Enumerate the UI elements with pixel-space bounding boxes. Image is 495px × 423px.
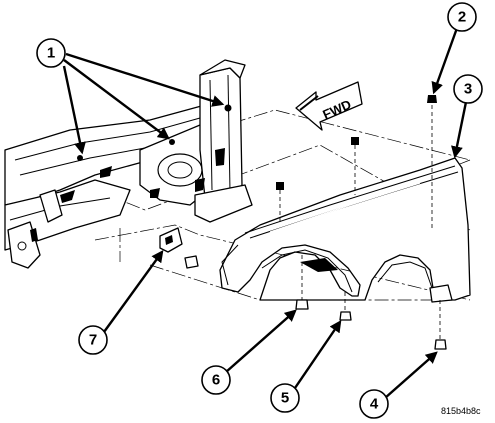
fastener-lines: [279, 105, 441, 340]
body-stud: [77, 155, 83, 161]
fender-bolt-lower-front: [295, 299, 309, 310]
callout-1-number: 1: [47, 45, 55, 62]
callout-7-number: 7: [89, 332, 97, 349]
callout-3: 3: [453, 74, 483, 104]
callout-6-number: 6: [212, 372, 220, 389]
body-stud: [169, 139, 175, 145]
callout-1: 1: [36, 38, 66, 68]
figure-code: 815b4b8c: [441, 406, 481, 416]
forward-direction-arrow: FWD: [295, 81, 363, 131]
callout-2-number: 2: [458, 9, 466, 26]
callout-5: 5: [270, 383, 300, 413]
vehicle-body-structure: [4, 59, 253, 269]
fender-panel: [219, 157, 471, 303]
callout-7: 7: [78, 325, 108, 355]
callout-4: 4: [359, 389, 389, 419]
fender-bolt-lower-rear: [434, 339, 447, 350]
callout-4-number: 4: [370, 396, 379, 413]
leader-lines: [62, 27, 468, 399]
callout-3-number: 3: [464, 81, 472, 98]
callout-6: 6: [201, 365, 231, 395]
body-stud: [224, 104, 232, 112]
callout-2: 2: [447, 2, 477, 32]
fasteners: [159, 95, 447, 350]
callout-5-number: 5: [281, 390, 289, 407]
fender-bolt-lower-middle: [339, 311, 352, 321]
fender-bolt-upper: [427, 95, 437, 103]
